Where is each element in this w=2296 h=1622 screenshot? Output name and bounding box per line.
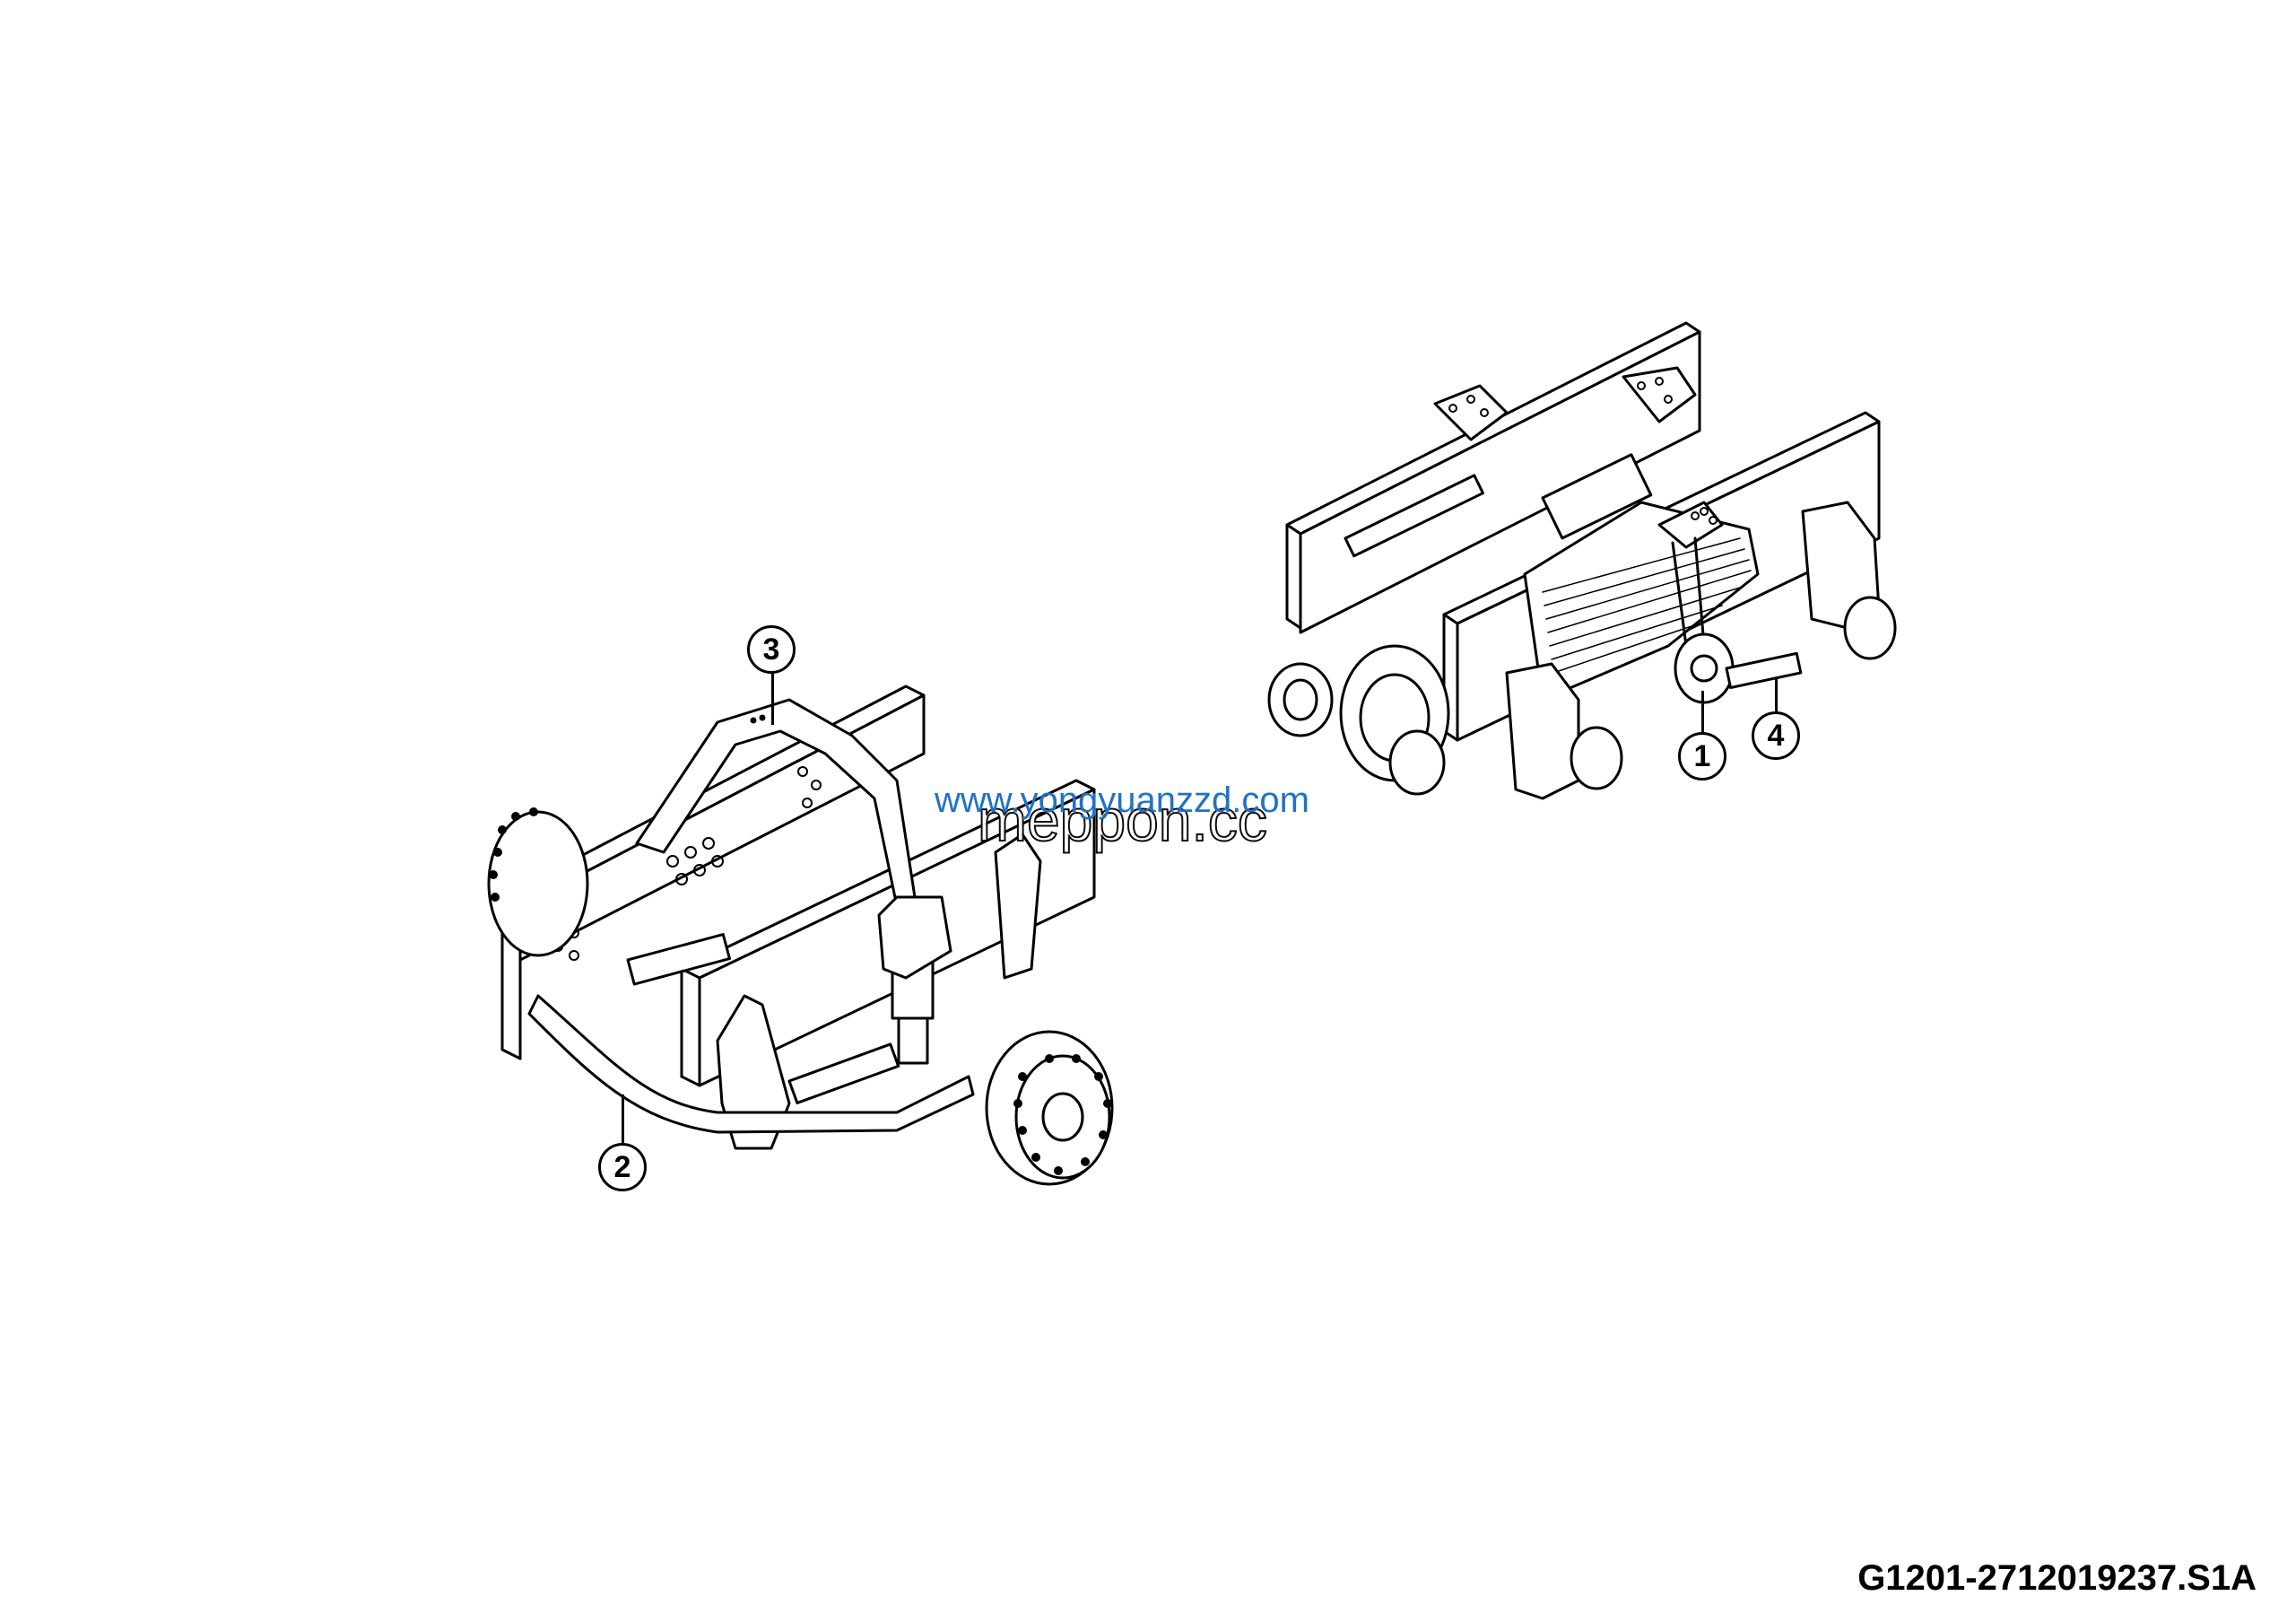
callout-2-leader: [622, 1094, 624, 1145]
callout-2-label: 2: [613, 1149, 631, 1184]
callout-4-leader: [1775, 677, 1778, 713]
callout-2: 2: [598, 1143, 647, 1191]
callout-3-label: 3: [762, 632, 780, 667]
watermark-url-text: www.yongyuanzzd.com: [935, 780, 1309, 820]
callout-3-leader: [771, 673, 774, 725]
callout-4: 4: [1752, 711, 1800, 760]
callout-4-label: 4: [1767, 718, 1785, 753]
callout-3: 3: [747, 625, 796, 674]
rear-tandem-assembly: [1267, 321, 1897, 800]
drawing-code: G1201-2712019237.S1A: [1857, 1558, 2257, 1598]
callout-1: 1: [1678, 732, 1726, 780]
front-axle-assembly: [487, 685, 1114, 1186]
callout-1-leader: [1701, 691, 1704, 734]
watermark-outline-text: meppon.cc: [977, 786, 1268, 854]
callout-1-label: 1: [1693, 738, 1711, 773]
